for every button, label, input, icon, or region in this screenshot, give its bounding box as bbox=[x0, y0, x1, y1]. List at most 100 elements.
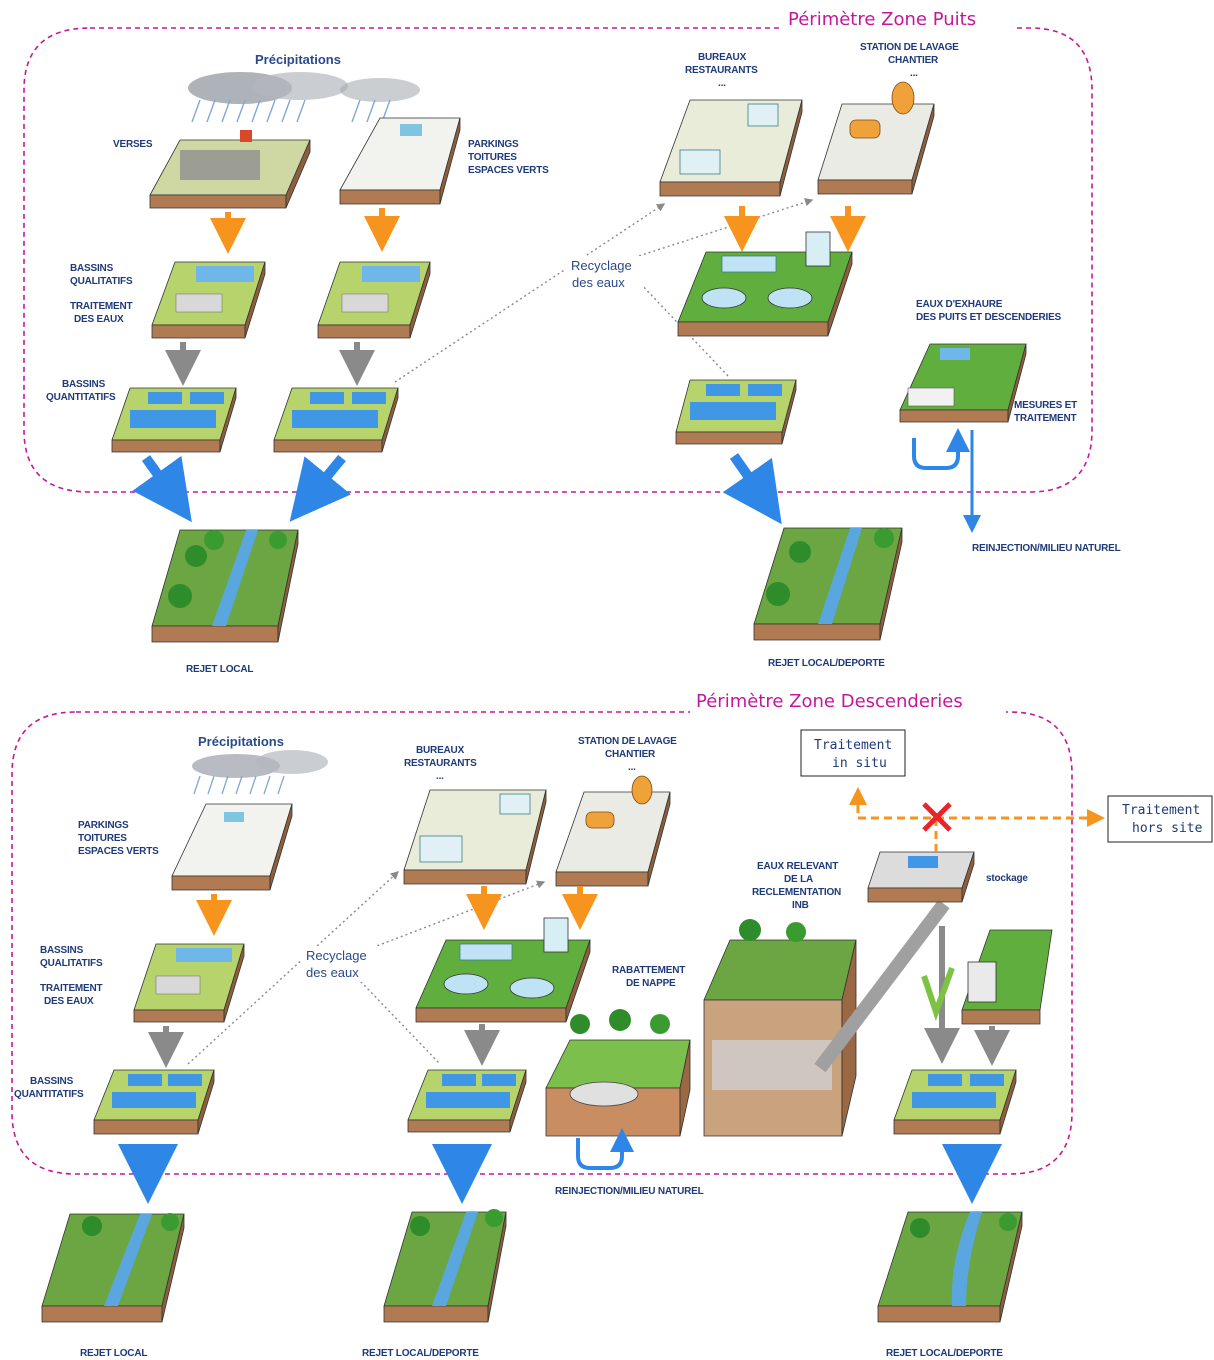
bureaux-label-2: RESTAURANTS bbox=[685, 65, 758, 76]
recyclage-label-2-2: des eaux bbox=[306, 965, 359, 980]
parkings-label-3: ESPACES VERTS bbox=[468, 165, 549, 176]
parkings-block bbox=[339, 117, 461, 205]
rain-cloud-icon bbox=[188, 72, 420, 123]
station-label-2: CHANTIER bbox=[888, 55, 939, 66]
bassins-quantitatifs-label-1: BASSINS bbox=[62, 379, 106, 390]
mesures-label-2: TRAITEMENT bbox=[1014, 413, 1077, 424]
zone-descenderies: Périmètre Zone Descenderies Précipitatio… bbox=[11, 690, 1213, 1359]
bassin-recyclage bbox=[675, 379, 797, 445]
rejet-deporte-label-3: REJET LOCAL/DEPORTE bbox=[886, 1348, 1003, 1359]
reinjection-loop-icon-2 bbox=[576, 1128, 634, 1170]
bassin-qualitatif-2 bbox=[317, 261, 431, 339]
zone-puits-title: Périmètre Zone Puits bbox=[788, 9, 976, 30]
traitement-in-situ-label-2: in situ bbox=[832, 756, 887, 771]
eaux-exhaure-label-1: EAUX D'EXHAURE bbox=[916, 299, 1003, 310]
station-label-1: STATION DE LAVAGE bbox=[860, 42, 959, 53]
bureaux-block-2 bbox=[403, 789, 547, 885]
bassins-quantitatifs-label-2-2: QUANTITATIFS bbox=[14, 1089, 84, 1100]
rabattement-block bbox=[545, 1009, 691, 1137]
rejet-deporte-landscape bbox=[753, 527, 903, 641]
traitement-eaux-label-2-1: TRAITEMENT bbox=[40, 983, 103, 994]
check-icon bbox=[921, 966, 955, 1022]
traitement-hors-site-label-1: Traitement bbox=[1122, 803, 1200, 818]
traitement-eaux-label-2-2: DES EAUX bbox=[44, 996, 94, 1007]
verses-label: VERSES bbox=[113, 139, 153, 150]
reinjection-label: REINJECTION/MILIEU NATUREL bbox=[972, 543, 1121, 554]
parkings-label-2-3: ESPACES VERTS bbox=[78, 846, 159, 857]
station-label-3: ... bbox=[910, 68, 918, 79]
parkings-label-2-1: PARKINGS bbox=[78, 820, 129, 831]
recyclage-label-1: Recyclage bbox=[571, 258, 632, 273]
bassins-qualitatifs-label-2-1: BASSINS bbox=[40, 945, 84, 956]
treatment-tank-block bbox=[961, 929, 1053, 1025]
bassin-quantitatif-5 bbox=[893, 1069, 1017, 1135]
eaux-exhaure-block bbox=[899, 343, 1027, 423]
recyclage-label-2: des eaux bbox=[572, 275, 625, 290]
bureaux-label-2-3: ... bbox=[436, 771, 444, 782]
rejet-local-landscape-2 bbox=[41, 1213, 185, 1323]
eaux-inb-label-4: INB bbox=[792, 900, 809, 911]
bureaux-block bbox=[659, 99, 803, 197]
station-lavage-block-2 bbox=[555, 775, 671, 887]
bassin-quantitatif-4 bbox=[407, 1069, 527, 1133]
treatment-plant-block-2 bbox=[415, 917, 591, 1023]
bureaux-label-2-1: BUREAUX bbox=[416, 745, 465, 756]
bassins-qualitatifs-label-2-2: QUALITATIFS bbox=[40, 958, 103, 969]
rejet-local-label-2: REJET LOCAL bbox=[80, 1348, 147, 1359]
bassins-quantitatifs-label-2-1: BASSINS bbox=[30, 1076, 74, 1087]
treatment-plant-block bbox=[677, 231, 853, 337]
bassin-qualitatif-3 bbox=[133, 943, 245, 1023]
station-lavage-block bbox=[817, 81, 935, 195]
precipitations-label-2: Précipitations bbox=[198, 734, 284, 749]
parkings-label-1: PARKINGS bbox=[468, 139, 519, 150]
zone-puits: Périmètre Zone Puits Précipitations VERS… bbox=[23, 8, 1121, 675]
bureaux-label-1: BUREAUX bbox=[698, 52, 747, 63]
station-label-2-3: ... bbox=[628, 762, 636, 773]
bureaux-label-3: ... bbox=[718, 78, 726, 89]
bassin-qualitatif-1 bbox=[151, 261, 266, 339]
reinjection-label-2: REINJECTION/MILIEU NATUREL bbox=[555, 1186, 704, 1197]
bassins-qualitatifs-label-2: QUALITATIFS bbox=[70, 276, 133, 287]
eaux-inb-label-2: DE LA bbox=[784, 874, 813, 885]
eaux-inb-label-1: EAUX RELEVANT bbox=[757, 861, 838, 872]
stockage-label: stockage bbox=[986, 873, 1028, 884]
traitement-in-situ-box bbox=[800, 729, 906, 777]
verses-block bbox=[149, 130, 311, 209]
eaux-inb-label-3: RECLEMENTATION bbox=[752, 887, 841, 898]
mesures-label-1: MESURES ET bbox=[1014, 400, 1077, 411]
rejet-local-label: REJET LOCAL bbox=[186, 664, 253, 675]
rejet-deporte-landscape-3 bbox=[877, 1211, 1023, 1323]
inb-block bbox=[703, 899, 950, 1137]
traitement-hors-site-label-2: hors site bbox=[1132, 821, 1203, 836]
bureaux-label-2-2: RESTAURANTS bbox=[404, 758, 477, 769]
bassin-quantitatif-2 bbox=[273, 387, 399, 453]
blocked-cross-icon bbox=[922, 802, 952, 832]
traitement-in-situ-label-1: Traitement bbox=[814, 738, 892, 753]
parkings-label-2-2: TOITURES bbox=[78, 833, 127, 844]
parkings-block-2 bbox=[171, 803, 293, 891]
rejet-deporte-label-2: REJET LOCAL/DEPORTE bbox=[362, 1348, 479, 1359]
recyclage-label-2-1: Recyclage bbox=[306, 948, 367, 963]
rejet-local-landscape bbox=[151, 529, 299, 643]
rejet-deporte-landscape-2 bbox=[383, 1209, 507, 1323]
traitement-hors-site-box bbox=[1107, 795, 1213, 843]
precipitations-label: Précipitations bbox=[255, 52, 341, 67]
bassin-quantitatif-3 bbox=[93, 1069, 215, 1135]
rejet-deporte-label: REJET LOCAL/DEPORTE bbox=[768, 658, 885, 669]
parkings-label-2: TOITURES bbox=[468, 152, 517, 163]
bassins-quantitatifs-label-2: QUANTITATIFS bbox=[46, 392, 116, 403]
station-label-2-2: CHANTIER bbox=[605, 749, 656, 760]
bassin-quantitatif-1 bbox=[111, 387, 237, 453]
station-label-2-1: STATION DE LAVAGE bbox=[578, 736, 677, 747]
reinjection-loop-icon bbox=[912, 428, 970, 470]
rain-cloud-icon bbox=[192, 750, 328, 795]
rabattement-label-2: DE NAPPE bbox=[626, 978, 676, 989]
traitement-eaux-label-2: DES EAUX bbox=[74, 314, 124, 325]
traitement-eaux-label-1: TRAITEMENT bbox=[70, 301, 133, 312]
rabattement-label-1: RABATTEMENT bbox=[612, 965, 685, 976]
bassins-qualitatifs-label-1: BASSINS bbox=[70, 263, 114, 274]
eaux-exhaure-label-2: DES PUITS ET DESCENDERIES bbox=[916, 312, 1062, 323]
zone-descenderies-title: Périmètre Zone Descenderies bbox=[696, 691, 963, 712]
stockage-block bbox=[867, 851, 975, 903]
